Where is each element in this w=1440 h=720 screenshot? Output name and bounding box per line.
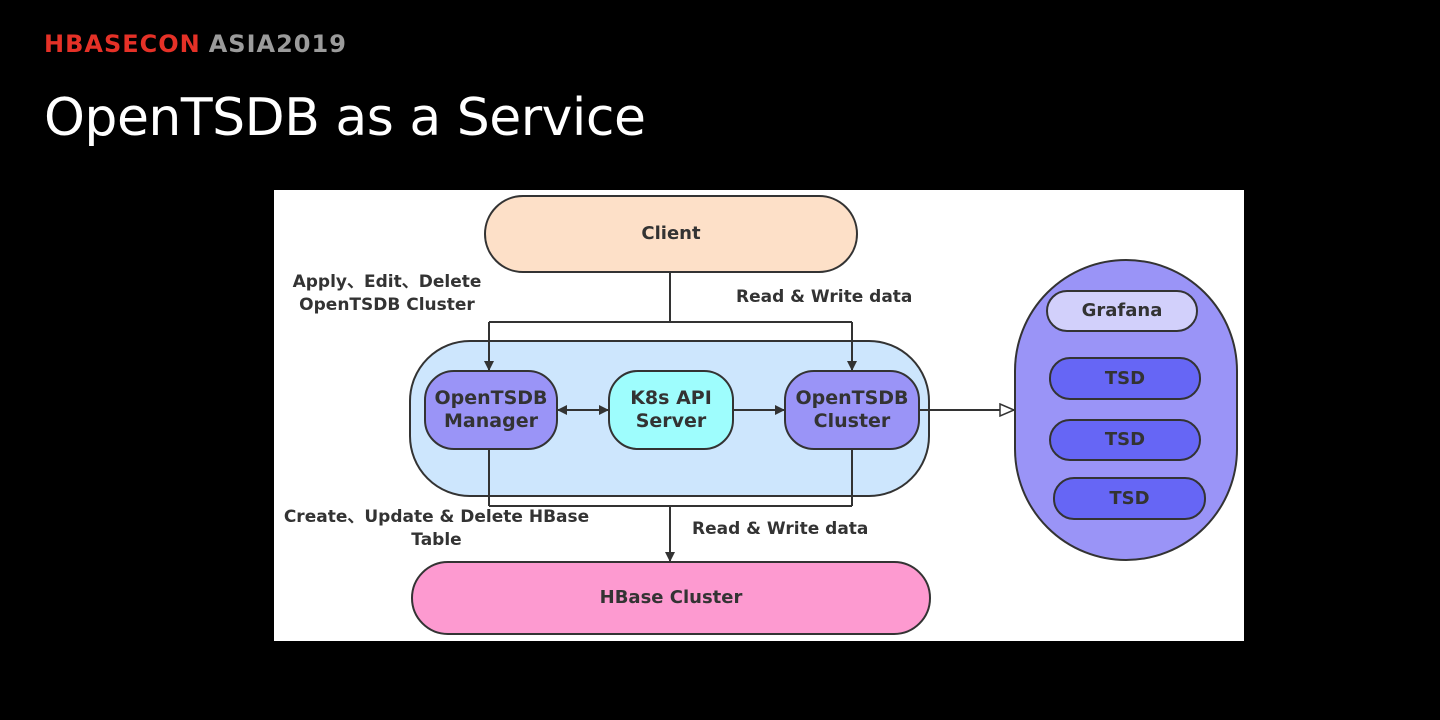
node-grafana: Grafana xyxy=(1046,290,1198,332)
label-apply-edit-delete: Apply、Edit、Delete OpenTSDB Cluster xyxy=(292,272,482,315)
node-hbase-label: HBase Cluster xyxy=(599,587,743,609)
logo-asia2019: ASIA2019 xyxy=(208,30,347,58)
node-tsd-2: TSD xyxy=(1049,419,1201,461)
node-tsd-1-label: TSD xyxy=(1104,367,1146,389)
node-cluster-label: OpenTSDB Cluster xyxy=(795,387,909,432)
node-tsd-1: TSD xyxy=(1049,357,1201,400)
node-manager-label: OpenTSDB Manager xyxy=(434,387,548,432)
node-client: Client xyxy=(484,195,858,273)
slide-title: OpenTSDB as a Service xyxy=(44,88,646,148)
label-read-write-bottom: Read & Write data xyxy=(692,519,869,539)
label-create-update-delete: Create、Update & Delete HBase Table xyxy=(283,507,590,550)
node-client-label: Client xyxy=(641,223,701,245)
node-hbase-cluster: HBase Cluster xyxy=(411,561,931,635)
node-tsd-3-label: TSD xyxy=(1109,487,1150,509)
logo-hbasecon: HBASECON xyxy=(44,30,201,58)
node-opentsdb-manager: OpenTSDB Manager xyxy=(424,370,558,450)
node-k8s-api-server: K8s API Server xyxy=(608,370,734,450)
node-grafana-label: Grafana xyxy=(1081,300,1163,322)
node-opentsdb-cluster: OpenTSDB Cluster xyxy=(784,370,920,450)
architecture-diagram: Client OpenTSDB Manager K8s API Server O… xyxy=(274,190,1244,641)
node-k8s-label: K8s API Server xyxy=(630,387,712,432)
label-read-write-top: Read & Write data xyxy=(736,287,913,307)
node-tsd-2-label: TSD xyxy=(1104,429,1146,451)
node-tsd-3: TSD xyxy=(1053,477,1206,520)
